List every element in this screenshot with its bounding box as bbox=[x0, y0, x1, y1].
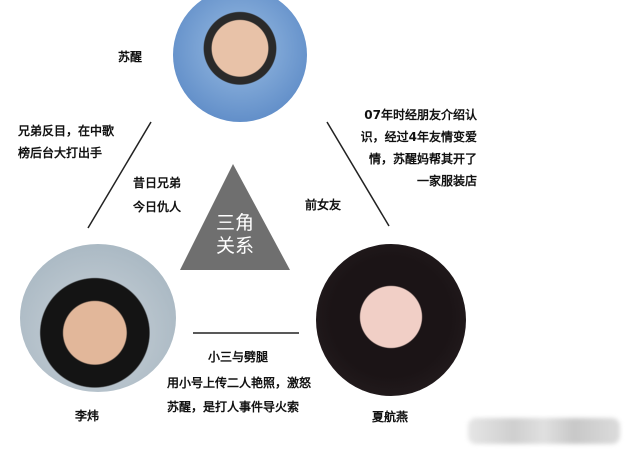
text-line: 用小号上传二人艳照，激怒 bbox=[167, 376, 312, 390]
relation-right-outer: 07年时经朋友介绍认 识，经过4年友情变爱 情，苏醒妈帮其开了 一家服装店 bbox=[355, 104, 477, 192]
left-connector-line bbox=[87, 121, 152, 229]
name-top: 苏醒 bbox=[118, 50, 143, 64]
relation-bottom-title: 小三与劈腿 bbox=[208, 350, 269, 364]
photo-right-person bbox=[316, 244, 466, 396]
text-line: 07年时经朋友介绍认 bbox=[364, 108, 477, 122]
text-line: 榜后台大打出手 bbox=[18, 146, 103, 160]
name-left: 李炜 bbox=[75, 409, 100, 423]
photo-left-person bbox=[20, 244, 176, 392]
text-line: 昔日兄弟 bbox=[133, 176, 182, 190]
blurred-watermark bbox=[468, 418, 620, 444]
relation-right-inner: 前女友 bbox=[305, 198, 342, 212]
relation-left-outer: 兄弟反目，在中歌 榜后台大打出手 bbox=[18, 120, 114, 164]
text-line: 兄弟反目，在中歌 bbox=[18, 124, 115, 138]
text-line: 情，苏醒妈帮其开了 bbox=[368, 152, 477, 166]
right-connector-line bbox=[326, 121, 390, 227]
text-line: 识，经过4年友情变爱 bbox=[360, 130, 477, 144]
triangle-label-line2: 关系 bbox=[215, 235, 254, 257]
triangle-label: 三角 关系 bbox=[210, 212, 260, 258]
relation-bottom-text: 用小号上传二人艳照，激怒 苏醒，是打人事件导火索 bbox=[167, 371, 311, 419]
name-right: 夏航燕 bbox=[372, 410, 409, 424]
text-line: 今日仇人 bbox=[133, 200, 182, 214]
text-line: 苏醒，是打人事件导火索 bbox=[167, 400, 300, 414]
triangle-label-line1: 三角 bbox=[215, 212, 254, 234]
photo-top-person bbox=[173, 0, 307, 122]
center-triangle bbox=[180, 164, 290, 270]
relation-left-inner: 昔日兄弟 今日仇人 bbox=[133, 171, 181, 219]
text-line: 一家服装店 bbox=[416, 174, 477, 188]
